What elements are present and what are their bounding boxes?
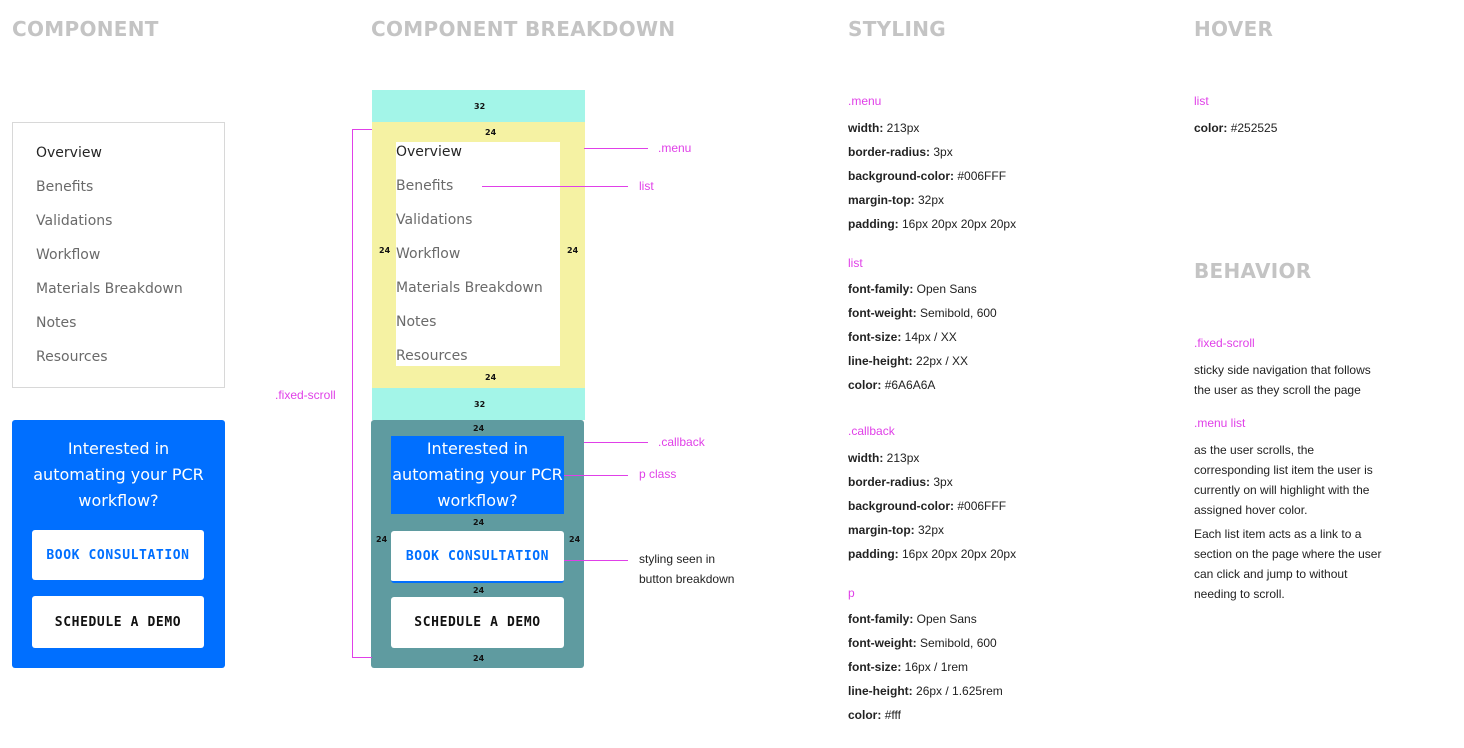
menu-item-notes[interactable]: Notes bbox=[36, 315, 77, 331]
behavior-fixed-scroll-desc: sticky side navigation that follows the … bbox=[1194, 363, 1371, 397]
menu-leader-line bbox=[584, 148, 648, 149]
button-note-line1: styling seen in bbox=[639, 552, 716, 566]
book-consultation-button[interactable]: BOOK CONSULTATION bbox=[32, 530, 204, 580]
cb-bottom-padding: 24 bbox=[473, 654, 485, 663]
styling-menu-radius: border-radius: 3px bbox=[848, 145, 953, 159]
menu-left-padding: 24 bbox=[379, 246, 391, 255]
styling-p-label: p bbox=[848, 586, 855, 600]
bd-menu-item-benefits: Benefits bbox=[396, 178, 454, 194]
hover-color-line: color: #252525 bbox=[1194, 121, 1278, 135]
cb-top-padding: 24 bbox=[473, 424, 485, 433]
styling-callback-radius: border-radius: 3px bbox=[848, 475, 953, 489]
callback-leader-line bbox=[584, 442, 648, 443]
styling-p-font-family: font-family: Open Sans bbox=[848, 612, 977, 626]
p-class-leader-line bbox=[564, 475, 628, 476]
styling-p-font-size: font-size: 16px / 1rem bbox=[848, 660, 969, 674]
bd-menu-item-materials-breakdown: Materials Breakdown bbox=[396, 280, 543, 296]
component-heading: COMPONENT bbox=[12, 17, 159, 41]
styling-list-font-size: font-size: 14px / XX bbox=[848, 330, 957, 344]
styling-callback-label: .callback bbox=[848, 424, 895, 438]
callback-box: Interested in automating your PCR workfl… bbox=[12, 420, 225, 668]
fixed-scroll-bracket-bottom bbox=[352, 657, 372, 658]
menu-bottom-padding: 24 bbox=[485, 373, 497, 382]
styling-list-font-weight: font-weight: Semibold, 600 bbox=[848, 306, 997, 320]
styling-callback-margin: margin-top: 32px bbox=[848, 523, 945, 537]
styling-p-font-weight: font-weight: Semibold, 600 bbox=[848, 636, 997, 650]
menu-item-resources[interactable]: Resources bbox=[36, 349, 108, 365]
styling-list-line-height: line-height: 22px / XX bbox=[848, 354, 969, 368]
bd-menu-item-workflow: Workflow bbox=[396, 246, 461, 262]
margin-top-band bbox=[372, 90, 585, 122]
behavior-menu-list-label: .menu list bbox=[1194, 416, 1246, 430]
margin-top-value: 32 bbox=[474, 102, 486, 111]
callback-annotation: .callback bbox=[658, 435, 705, 449]
styling-list-color: color: #6A6A6A bbox=[848, 378, 936, 392]
styling-menu-bg: background-color: #006FFF bbox=[848, 169, 1007, 183]
styling-heading: STYLING bbox=[848, 17, 946, 41]
menu-top-padding: 24 bbox=[485, 128, 497, 137]
fixed-scroll-bracket-side bbox=[352, 129, 353, 658]
button-note-line2: button breakdown bbox=[639, 572, 735, 586]
behavior-menu-list-desc: as the user scrolls, the corresponding l… bbox=[1194, 443, 1373, 517]
cb-between-padding: 24 bbox=[473, 586, 485, 595]
menu-content-area: Overview Benefits Validations Workflow M… bbox=[396, 142, 560, 366]
styling-menu-width: width: 213px bbox=[848, 121, 920, 135]
bd-menu-item-validations: Validations bbox=[396, 212, 473, 228]
behavior-fixed-scroll-label: .fixed-scroll bbox=[1194, 336, 1255, 350]
menu-item-overview[interactable]: Overview bbox=[36, 145, 102, 161]
behavior-menu-list-desc2: Each list item acts as a link to a secti… bbox=[1194, 527, 1382, 601]
styling-menu-margin: margin-top: 32px bbox=[848, 193, 945, 207]
bd-menu-item-notes: Notes bbox=[396, 314, 437, 330]
styling-list-label: list bbox=[848, 256, 863, 270]
menu-item-benefits[interactable]: Benefits bbox=[36, 179, 94, 195]
cb-after-text-padding: 24 bbox=[473, 518, 485, 527]
styling-list-font-family: font-family: Open Sans bbox=[848, 282, 977, 296]
bd-book-consultation-button: BOOK CONSULTATION bbox=[391, 531, 564, 583]
menu-item-materials-breakdown[interactable]: Materials Breakdown bbox=[36, 281, 183, 297]
bd-schedule-demo-button: SCHEDULE A DEMO bbox=[391, 597, 564, 648]
menu-item-workflow[interactable]: Workflow bbox=[36, 247, 101, 263]
bd-callback-text-area: Interested in automating your PCR workfl… bbox=[391, 436, 564, 514]
styling-callback-width: width: 213px bbox=[848, 451, 920, 465]
margin-mid-value: 32 bbox=[474, 400, 486, 409]
menu-annotation: .menu bbox=[658, 141, 692, 155]
fixed-scroll-annotation: .fixed-scroll bbox=[275, 388, 336, 402]
side-menu: Overview Benefits Validations Workflow M… bbox=[12, 122, 225, 388]
fixed-scroll-bracket-top bbox=[352, 129, 372, 130]
schedule-demo-button[interactable]: SCHEDULE A DEMO bbox=[32, 596, 204, 648]
styling-menu-padding: padding: 16px 20px 20px 20px bbox=[848, 217, 1017, 231]
menu-item-validations[interactable]: Validations bbox=[36, 213, 113, 229]
margin-mid-band bbox=[372, 388, 585, 420]
bd-menu-item-overview: Overview bbox=[396, 144, 462, 160]
p-class-annotation: p class bbox=[639, 467, 677, 481]
callback-text: Interested in automating your PCR workfl… bbox=[33, 439, 204, 510]
bd-menu-item-resources: Resources bbox=[396, 348, 468, 364]
bd-callback-text: Interested in automating your PCR workfl… bbox=[392, 439, 563, 510]
list-annotation: list bbox=[639, 179, 654, 193]
styling-p-line-height: line-height: 26px / 1.625rem bbox=[848, 684, 1003, 698]
breakdown-heading: COMPONENT BREAKDOWN bbox=[371, 17, 676, 41]
hover-heading: HOVER bbox=[1194, 17, 1274, 41]
styling-p-color: color: #fff bbox=[848, 708, 901, 722]
hover-list-label: list bbox=[1194, 94, 1209, 108]
behavior-heading: BEHAVIOR bbox=[1194, 259, 1312, 283]
styling-menu-label: .menu bbox=[848, 94, 882, 108]
cb-right-padding: 24 bbox=[569, 535, 581, 544]
styling-callback-bg: background-color: #006FFF bbox=[848, 499, 1007, 513]
list-leader-line bbox=[482, 186, 628, 187]
cb-left-padding: 24 bbox=[376, 535, 388, 544]
button-leader-line bbox=[564, 560, 628, 561]
styling-callback-padding: padding: 16px 20px 20px 20px bbox=[848, 547, 1017, 561]
menu-right-padding: 24 bbox=[567, 246, 579, 255]
